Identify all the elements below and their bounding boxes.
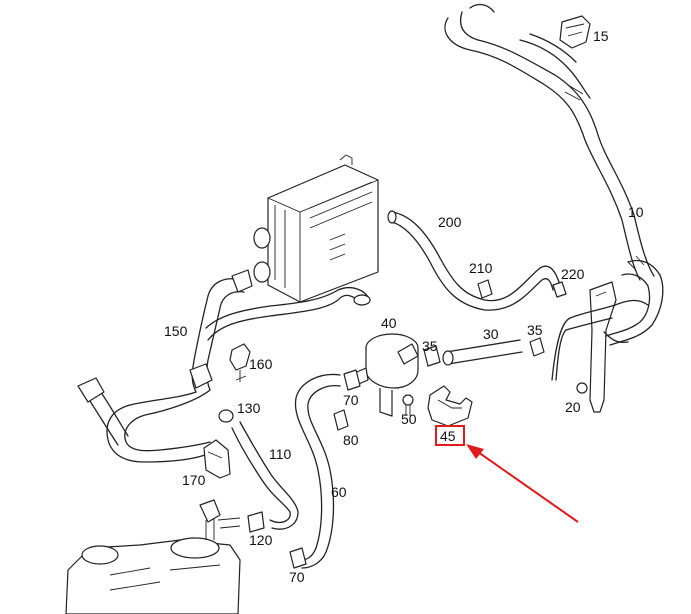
highlight-box-45 xyxy=(435,425,465,446)
clamp-130[interactable] xyxy=(218,409,234,423)
label-70-upper: 70 xyxy=(343,392,359,408)
label-15: 15 xyxy=(593,28,609,44)
hose-30[interactable] xyxy=(442,339,523,366)
hose-40-upper[interactable] xyxy=(205,286,371,341)
bracket-45[interactable] xyxy=(427,385,473,427)
label-35-left: 35 xyxy=(422,338,438,354)
clamp-35-left[interactable] xyxy=(423,345,441,367)
clamp-220[interactable] xyxy=(552,281,567,298)
label-170: 170 xyxy=(182,472,206,488)
label-35-right: 35 xyxy=(527,322,543,338)
clamp-35-right[interactable] xyxy=(529,337,545,357)
label-10: 10 xyxy=(628,204,644,220)
screw-50[interactable] xyxy=(402,394,414,416)
label-45: 45 xyxy=(440,428,456,444)
label-150: 150 xyxy=(164,323,188,339)
clamp-120[interactable] xyxy=(247,511,265,533)
label-110: 110 xyxy=(269,446,292,462)
water-pump-40[interactable] xyxy=(349,333,419,417)
label-60: 60 xyxy=(331,484,347,500)
label-220: 220 xyxy=(561,266,585,282)
label-130: 130 xyxy=(237,400,261,416)
clamp-70-lower[interactable] xyxy=(289,547,307,569)
label-120: 120 xyxy=(249,532,273,548)
label-30: 30 xyxy=(483,326,499,342)
label-160: 160 xyxy=(249,356,273,372)
auxiliary-heater[interactable] xyxy=(253,154,379,303)
highlight-arrow xyxy=(466,444,579,523)
label-70-lower: 70 xyxy=(289,569,305,585)
label-40: 40 xyxy=(381,315,397,331)
hose-150[interactable] xyxy=(77,269,253,463)
clamp-160[interactable] xyxy=(229,343,251,382)
clip-15[interactable] xyxy=(559,15,591,49)
clamp-210[interactable] xyxy=(477,279,493,299)
hose-110[interactable] xyxy=(231,421,299,530)
clip-80[interactable] xyxy=(333,409,349,431)
expansion-tank[interactable] xyxy=(65,499,241,614)
clamp-70-upper[interactable] xyxy=(343,369,361,391)
label-80: 80 xyxy=(343,432,359,448)
hose-200[interactable] xyxy=(387,210,561,311)
label-50: 50 xyxy=(401,411,417,427)
hose-10[interactable] xyxy=(444,3,655,281)
label-20: 20 xyxy=(565,399,581,415)
hose-right-bundle[interactable] xyxy=(551,255,664,381)
bracket-170[interactable] xyxy=(203,439,231,479)
hose-60[interactable] xyxy=(294,373,341,569)
label-200: 200 xyxy=(438,214,462,230)
bracket-20[interactable] xyxy=(576,281,617,413)
label-210: 210 xyxy=(469,260,493,276)
